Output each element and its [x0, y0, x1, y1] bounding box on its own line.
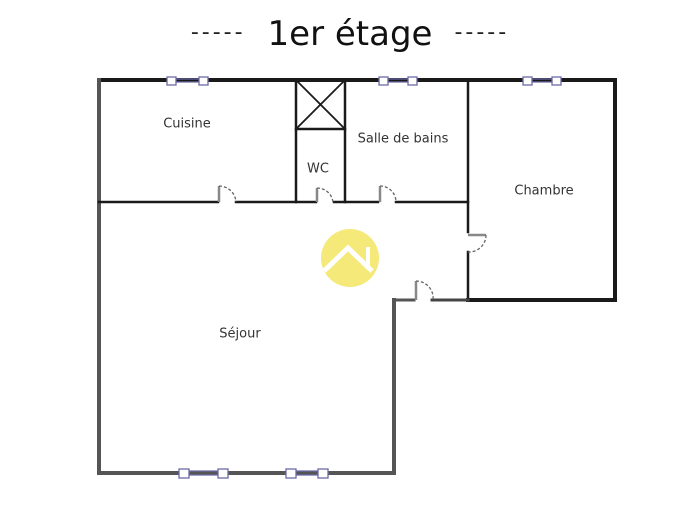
cross-box-icon — [296, 80, 345, 129]
room-label-salle-de-bains: Salle de bains — [357, 131, 449, 147]
room-label-chambre: Chambre — [514, 183, 574, 199]
door-swing-icon — [217, 185, 487, 301]
window-icon — [522, 76, 562, 86]
window-icon — [178, 468, 229, 479]
house-logo-icon — [321, 229, 379, 287]
windows — [166, 76, 562, 479]
floor-title: ----- 1er étage ----- — [0, 14, 700, 54]
room-label-wc: WC — [307, 161, 329, 177]
title-text: 1er étage — [267, 14, 433, 54]
room-label-cuisine: Cuisine — [163, 116, 211, 132]
window-icon — [378, 76, 418, 86]
room-label-sejour: Séjour — [219, 326, 261, 342]
title-right-dashes: ----- — [454, 20, 510, 45]
window-icon — [166, 76, 209, 86]
window-icon — [285, 468, 329, 479]
title-left-dashes: ----- — [190, 20, 246, 45]
